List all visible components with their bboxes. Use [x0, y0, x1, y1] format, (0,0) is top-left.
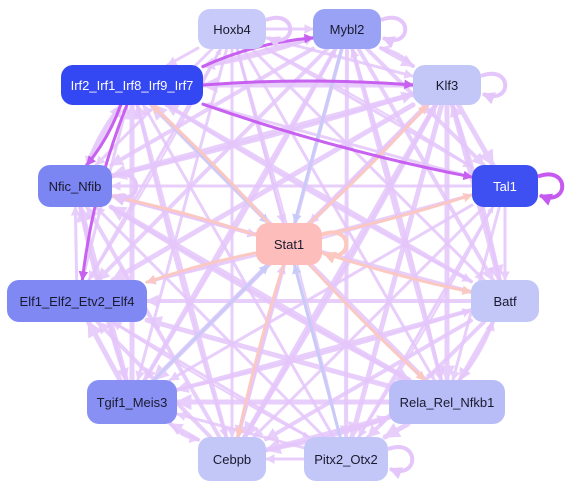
edge-tgif-to-stat1: [152, 263, 270, 382]
node-label-cebpb: Cebpb: [212, 451, 252, 467]
node-klf3[interactable]: Klf3: [413, 65, 481, 105]
node-label-mybl2: Mybl2: [329, 21, 365, 37]
node-hoxb4[interactable]: Hoxb4: [198, 9, 266, 49]
edge-irf-to-batf: [165, 103, 473, 283]
edge-stat1-to-irf: [150, 103, 270, 225]
edge-stat1-to-tal1: [320, 192, 474, 237]
edge-cebpb-to-klf3: [242, 103, 438, 439]
node-elf1-elf2-etv2-elf4[interactable]: Elf1_Elf2_Etv2_Elf4: [7, 280, 147, 322]
self-loop-tal1: [537, 172, 565, 206]
node-label-rela: Rela_Rel_Nfkb1: [399, 394, 495, 410]
node-nfic-nfib[interactable]: Nfic_Nfib: [38, 165, 112, 207]
edge-tgif-to-cebpb: [169, 422, 200, 444]
edge-irf-to-klf3: [201, 79, 415, 90]
node-label-hoxb4: Hoxb4: [213, 21, 251, 37]
node-label-klf3: Klf3: [435, 77, 459, 93]
node-irf2-irf1-irf8-irf9-irf7[interactable]: Irf2_Irf1_Irf8_Irf9_Irf7: [61, 65, 203, 105]
node-mybl2[interactable]: Mybl2: [313, 9, 381, 49]
edge-cebpb-to-nfic: [85, 205, 222, 439]
edge-nfic-to-rela: [109, 205, 412, 382]
node-label-stat1: Stat1: [273, 236, 305, 252]
node-pitx2-otx2[interactable]: Pitx2_Otx2: [304, 437, 388, 481]
edge-tgif-to-mybl2: [143, 47, 337, 382]
node-label-batf: Batf: [493, 293, 517, 309]
node-batf[interactable]: Batf: [471, 280, 539, 322]
edge-hoxb4-to-rela: [242, 47, 436, 382]
edge-tal1-to-tgif: [168, 203, 474, 382]
edge-rela-to-batf: [458, 320, 495, 382]
edge-stat1-to-elf: [145, 251, 258, 284]
node-rela-rel-nfkb1[interactable]: Rela_Rel_Nfkb1: [389, 380, 505, 424]
edge-stat1-to-batf: [320, 251, 473, 295]
edge-hoxb4-to-irf: [166, 46, 200, 67]
self-loop-stat1: [321, 230, 349, 264]
node-stat1[interactable]: Stat1: [256, 223, 322, 265]
node-label-tal1: Tal1: [493, 178, 517, 194]
edge-stat1-to-cebpb: [234, 263, 285, 439]
edge-cebpb-to-rela: [264, 415, 391, 452]
self-loop-pitx: [387, 445, 415, 480]
self-loop-hoxb4: [265, 15, 293, 49]
node-label-pitx: Pitx2_Otx2: [314, 451, 378, 467]
edge-mybl2-to-stat1: [292, 47, 344, 225]
edge-irf-to-mybl2: [201, 36, 315, 69]
self-loop-nfic: [111, 172, 139, 206]
edge-rela-to-pitx: [382, 421, 411, 440]
edge-pitx-to-stat1: [292, 263, 342, 439]
edge-klf3-to-elf: [110, 102, 416, 283]
edge-elf-to-nfic: [70, 205, 81, 282]
edge-irf-to-tal1: [201, 102, 474, 181]
node-label-nfic: Nfic_Nfib: [48, 178, 102, 194]
node-tal1[interactable]: Tal1: [472, 165, 538, 207]
node-label-tgif: Tgif1_Meis3: [96, 394, 168, 410]
edge-stat1-to-nfic: [110, 193, 258, 237]
edge-klf3-to-mybl2: [379, 45, 415, 68]
self-loop-mybl2: [380, 15, 408, 49]
edge-rela-to-elf: [144, 316, 392, 389]
node-tgif1-meis3[interactable]: Tgif1_Meis3: [87, 380, 177, 424]
self-loop-klf3: [480, 71, 508, 105]
edge-stat1-to-rela: [308, 263, 427, 382]
node-label-elf: Elf1_Elf2_Etv2_Elf4: [19, 293, 135, 309]
node-cebpb[interactable]: Cebpb: [198, 437, 266, 481]
edge-hoxb4-to-stat1: [235, 47, 286, 225]
node-label-irf: Irf2_Irf1_Irf8_Irf9_Irf7: [70, 77, 194, 93]
edge-irf-to-nfic: [85, 103, 123, 167]
edge-pitx-to-irf: [141, 103, 335, 439]
edge-tal1-to-irf: [201, 101, 474, 179]
edge-stat1-to-klf3: [308, 103, 429, 225]
